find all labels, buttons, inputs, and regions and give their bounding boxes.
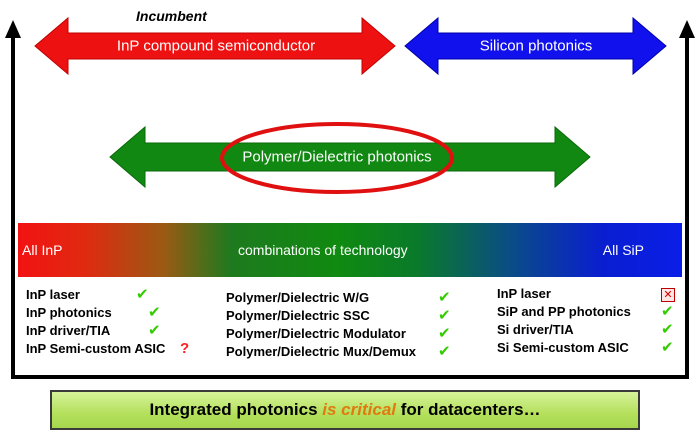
list-item: InP driver/TIA✔: [26, 322, 161, 339]
question-icon: ?: [180, 340, 190, 357]
polymer-arrow: [109, 125, 591, 189]
right-axis-arrowhead: [679, 20, 695, 38]
list-item: Polymer/Dielectric W/G✔: [226, 289, 451, 306]
sip-component-list: InP laser✕ SiP and PP photonics✔ Si driv…: [497, 285, 682, 357]
check-icon: ✔: [661, 321, 674, 338]
banner-emphasis: is critical: [322, 400, 396, 419]
list-item: Polymer/Dielectric Modulator✔: [226, 325, 451, 342]
list-item: InP laser✔: [26, 286, 149, 303]
list-item: InP laser✕: [497, 285, 682, 303]
check-icon: ✔: [148, 322, 161, 339]
sip-arrow: [404, 16, 667, 76]
check-icon: ✔: [438, 289, 451, 306]
technology-gradient-band: All InP combinations of technology All S…: [18, 223, 682, 277]
highlight-ellipse: [220, 122, 454, 194]
list-item: Polymer/Dielectric SSC✔: [226, 307, 451, 324]
band-right-label: All SiP: [602, 242, 644, 258]
sip-arrow-label: Silicon photonics: [479, 37, 593, 55]
inp-component-list: InP laser✔ InP photonics✔ InP driver/TIA…: [26, 286, 196, 358]
list-item: InP photonics✔: [26, 304, 161, 321]
polymer-arrow-label: Polymer/Dielectric photonics: [242, 148, 432, 166]
band-left-label: All InP: [22, 242, 63, 258]
incumbent-label: Incumbent: [136, 8, 207, 24]
list-item: InP Semi-custom ASIC?: [26, 340, 190, 357]
conclusion-banner: Integrated photonics is critical for dat…: [50, 390, 640, 430]
band-center-label: combinations of technology: [238, 242, 408, 258]
banner-text-after: for datacenters…: [396, 400, 541, 419]
check-icon: ✔: [438, 307, 451, 324]
list-item: Polymer/Dielectric Mux/Demux✔: [226, 343, 451, 360]
check-icon: ✔: [661, 303, 674, 320]
polymer-component-list: Polymer/Dielectric W/G✔ Polymer/Dielectr…: [226, 289, 466, 361]
check-icon: ✔: [148, 304, 161, 321]
check-icon: ✔: [661, 339, 674, 356]
banner-text-before: Integrated photonics: [149, 400, 323, 419]
cross-icon: ✕: [661, 285, 675, 303]
list-item: SiP and PP photonics✔: [497, 303, 674, 320]
list-item: Si Semi-custom ASIC✔: [497, 339, 674, 356]
left-axis-arrowhead: [5, 20, 21, 38]
list-item: Si driver/TIA✔: [497, 321, 674, 338]
check-icon: ✔: [438, 325, 451, 342]
check-icon: ✔: [438, 343, 451, 360]
inp-arrow-label: InP compound semiconductor: [116, 37, 316, 55]
inp-arrow: [34, 16, 396, 76]
check-icon: ✔: [136, 286, 149, 303]
